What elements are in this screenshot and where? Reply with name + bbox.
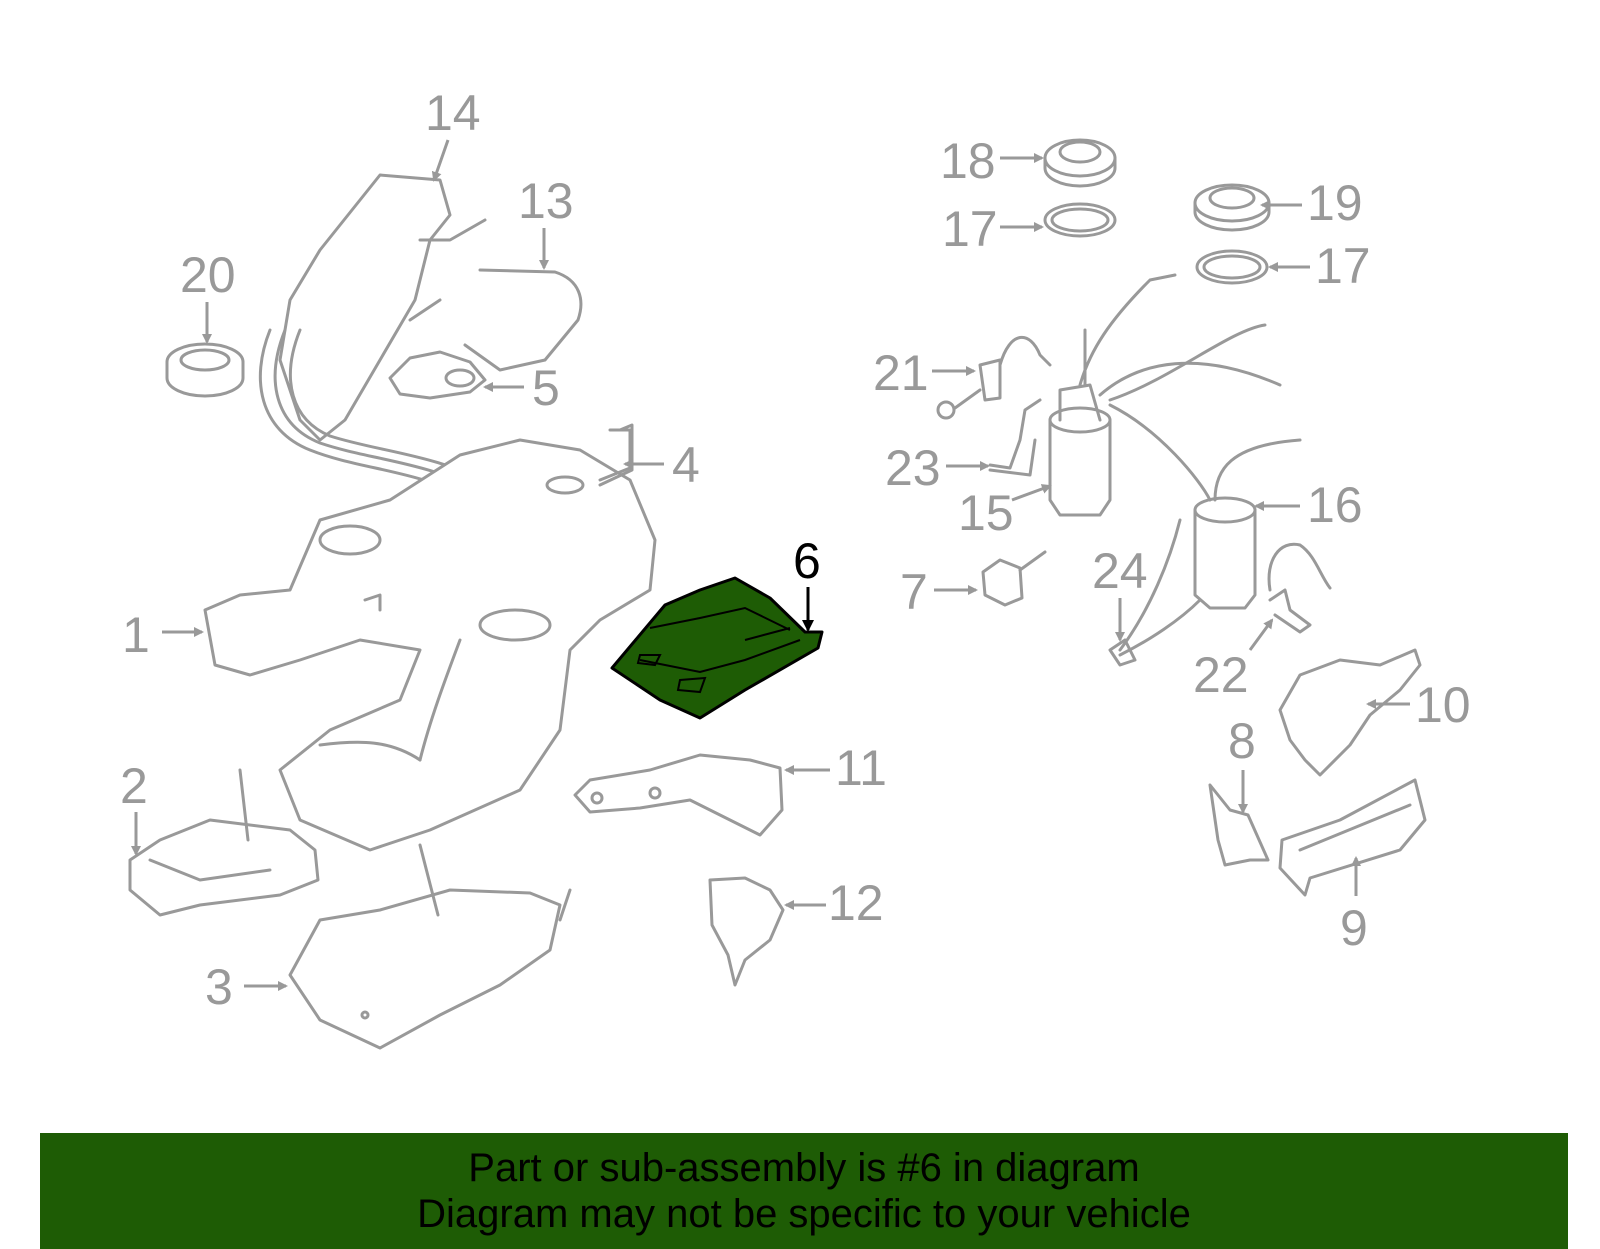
- part-19-pump-cover: [1193, 183, 1271, 232]
- part-23-line: [988, 398, 1042, 477]
- part-20-cap-ring: [165, 342, 245, 398]
- part-24-clip: [1108, 638, 1137, 667]
- callout-21[interactable]: 21: [873, 345, 929, 401]
- part-3-skid-plate: [288, 843, 572, 1050]
- callout-4[interactable]: 4: [672, 437, 700, 493]
- callout-17a[interactable]: 17: [942, 201, 998, 257]
- part-16-fuel-pump: [1193, 496, 1257, 610]
- part-5-cover: [388, 350, 487, 400]
- callout-14[interactable]: 14: [425, 85, 481, 141]
- callout-16[interactable]: 16: [1307, 477, 1363, 533]
- callout-22[interactable]: 22: [1193, 647, 1249, 703]
- part-17b-seal-ring: [1195, 249, 1269, 285]
- callout-19[interactable]: 19: [1307, 175, 1363, 231]
- callout-2[interactable]: 2: [120, 758, 148, 814]
- callout-7[interactable]: 7: [900, 564, 928, 620]
- callout-6[interactable]: 6: [793, 533, 821, 589]
- callout-20[interactable]: 20: [180, 247, 236, 303]
- info-banner: Part or sub-assembly is #6 in diagram Di…: [40, 1133, 1568, 1249]
- part-11-heat-shield: [573, 753, 784, 837]
- part-1-fuel-tank: [203, 428, 657, 852]
- callout-10[interactable]: 10: [1415, 677, 1471, 733]
- banner-line-2: Diagram may not be specific to your vehi…: [417, 1192, 1191, 1236]
- callout-23[interactable]: 23: [885, 440, 941, 496]
- callout-18[interactable]: 18: [940, 133, 996, 189]
- callout-11[interactable]: 11: [835, 740, 887, 796]
- callout-8[interactable]: 8: [1228, 713, 1256, 769]
- callout-12[interactable]: 12: [828, 875, 884, 931]
- part-2-shield: [128, 768, 320, 917]
- callout-15[interactable]: 15: [958, 485, 1014, 541]
- part-22-bracket: [1267, 542, 1332, 634]
- banner-line-1: Part or sub-assembly is #6 in diagram: [468, 1146, 1140, 1190]
- part-4-bracket: [598, 423, 634, 487]
- callout-17b[interactable]: 17: [1315, 238, 1371, 294]
- part-15-fuel-pump: [1048, 383, 1112, 517]
- callout-24[interactable]: 24: [1092, 543, 1148, 599]
- part-21-bracket: [936, 336, 1052, 420]
- part-10-shield: [1278, 648, 1422, 777]
- callout-3[interactable]: 3: [205, 959, 233, 1015]
- fuel-lines-right: [1078, 273, 1302, 657]
- callout-5[interactable]: 5: [532, 360, 560, 416]
- part-6-highlighted[interactable]: [610, 576, 824, 720]
- part-7-sender: [981, 550, 1047, 607]
- part-13-vent-line: [463, 268, 583, 372]
- part-18-pump-cover: [1043, 138, 1117, 188]
- callout-1[interactable]: 1: [122, 607, 150, 663]
- part-9-rail: [1278, 778, 1427, 897]
- part-17a-seal-ring: [1043, 202, 1117, 238]
- callouts: 1 2 3 4 5 6 7 8 9 10 11 12 13: [120, 85, 1471, 1015]
- part-8-bracket: [1208, 783, 1270, 867]
- part-12-shield: [708, 876, 785, 987]
- part-14-filler-pipe: [258, 173, 572, 602]
- callout-9[interactable]: 9: [1340, 900, 1368, 956]
- callout-13[interactable]: 13: [518, 173, 574, 229]
